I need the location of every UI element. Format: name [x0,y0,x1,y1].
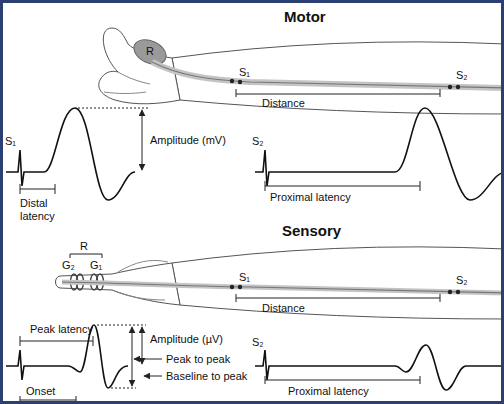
sensory-nerve [62,282,504,293]
stimulus-site-label: S₂ [456,69,468,82]
amplitude-arrow-part [142,110,143,170]
amplitude-arrow-part [78,108,148,109]
finger-line [104,92,146,94]
sensory-trace-proximal-part [255,345,504,390]
distance-bracket [236,294,440,302]
recording-site-label: R [80,240,88,253]
distance-bracket [236,89,440,97]
distal-latency-bracket-part [20,184,55,194]
motor-nerve-part [152,62,504,88]
electrode-label: G₁ [90,259,102,272]
finger-line [112,290,165,300]
sensory-trace-proximal [255,345,504,390]
stimulating-electrode-part [238,285,242,289]
finger-line [118,72,150,84]
amplitude-arrows-part [132,327,133,386]
stimulus-site-label: S₁ [239,66,250,79]
recording-bracket [70,254,102,258]
motor-trace-proximal-part [255,108,504,200]
sensory-nerve-part [62,282,504,293]
stimulus-marker-label: S₁ [5,135,16,148]
proximal-latency-bracket-part [265,376,420,384]
motor-trace-distal [6,108,135,200]
peak-latency-bracket-part [20,336,93,346]
stimulating-electrode-part [238,80,242,84]
electrode-label: G₂ [62,259,75,272]
distance-bracket-part [236,89,440,97]
stimulating-electrode [230,285,460,294]
amplitude-label: Amplitude (µV) [150,333,223,346]
stimulating-electrode [230,79,460,89]
section-heading: Sensory [282,224,341,237]
amplitude-arrows-part [97,325,146,326]
amplitude-arrows-part [144,376,162,377]
stimulating-electrode-part [448,85,452,89]
stimulating-electrode-part [230,79,234,83]
distance-label: Distance [262,302,305,315]
latency-label: Peak latency [30,323,93,336]
recording-bracket-part [70,254,102,258]
stimulus-site-label: S₁ [239,271,250,284]
sensory-nerve-part [62,282,504,293]
peak-latency-bracket [20,336,93,346]
latency-label: Onset [24,385,57,398]
distance-bracket-part [236,294,440,302]
stimulating-electrode-part [456,85,460,89]
stimulating-electrode-part [448,290,452,294]
amplitude-label: Amplitude (mV) [150,134,226,147]
latency-label: Proximal latency [288,385,369,398]
amplitude-label: Peak to peak [166,353,230,366]
recording-site-label: R [146,45,154,58]
section-heading: Motor [284,10,326,23]
motor-nerve-part [152,62,504,88]
amplitude-arrows-part [134,359,162,360]
finger-line [118,260,168,272]
amplitude-arrow [78,108,148,170]
proximal-latency-bracket [265,181,420,191]
latency-label: Distal latency [20,197,72,223]
forearm-outline [172,247,504,319]
stimulus-site-label: S₂ [456,274,468,287]
muscle-recording-site [130,35,170,69]
amplitude-arrows-part [111,388,136,389]
stimulating-electrode-part [230,285,234,289]
amplitude-label: Baseline to peak [166,370,247,383]
stimulating-electrode-part [456,290,460,294]
distal-latency-bracket [20,184,55,194]
proximal-latency-bracket-part [265,181,420,191]
motor-trace-proximal [255,108,504,200]
motor-nerve [152,62,504,88]
sensory-arm [56,247,504,319]
motor-arm [99,28,504,114]
amplitude-arrows-part [142,327,143,364]
latency-label: Proximal latency [270,191,351,204]
proximal-latency-bracket [265,376,420,384]
stimulus-marker-label: S₂ [252,336,264,349]
distance-label: Distance [262,97,305,110]
motor-trace-distal-part [6,108,135,200]
stimulus-marker-label: S₂ [252,135,264,148]
